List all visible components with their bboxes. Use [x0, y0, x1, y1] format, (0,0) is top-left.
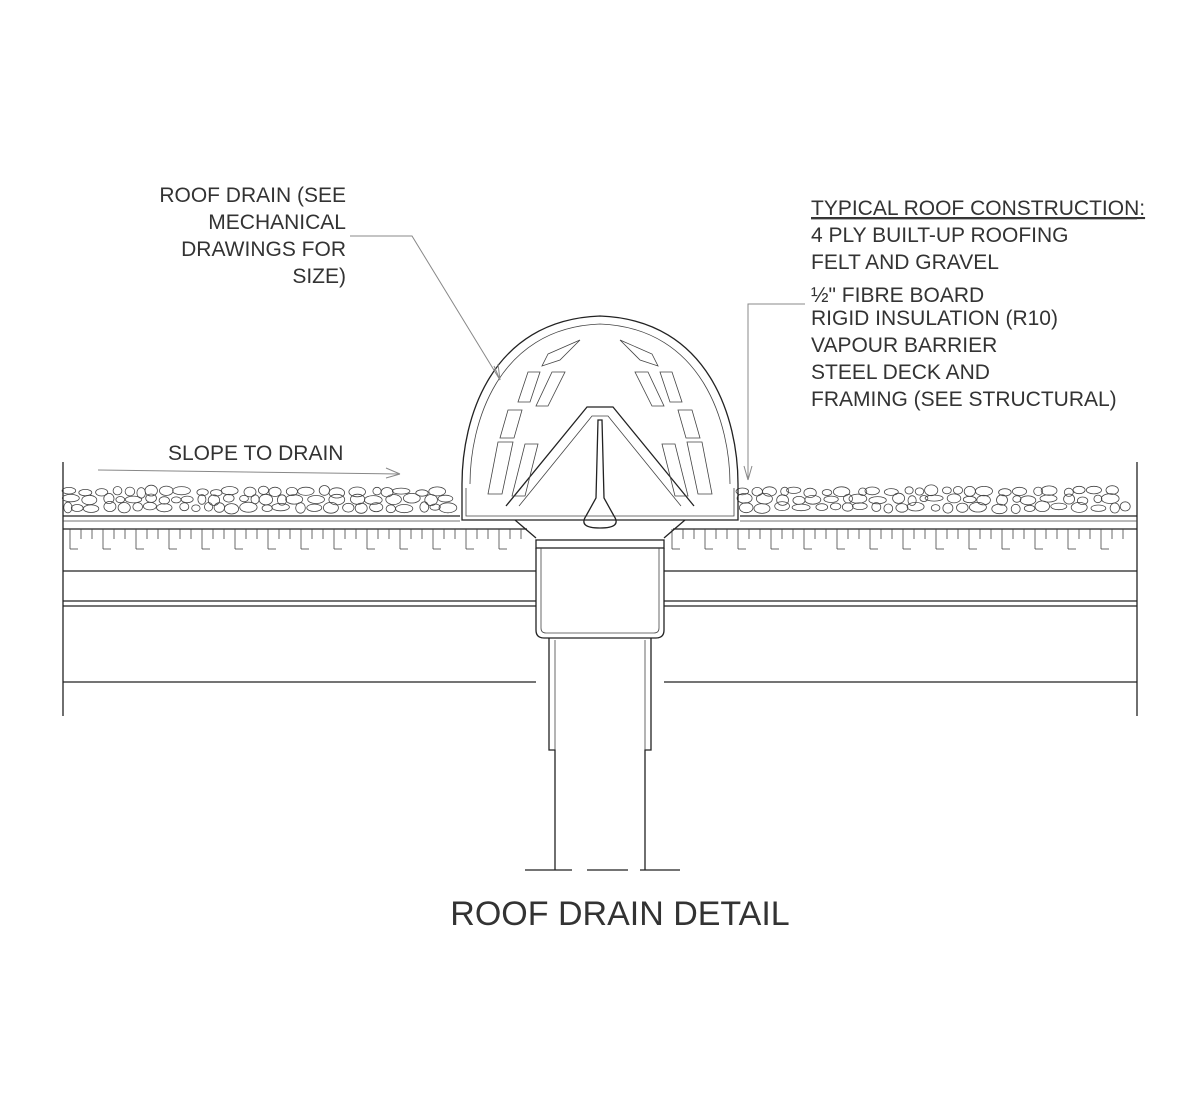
roof-drain-label: ROOF DRAIN (SEE MECHANICAL DRAWINGS FOR …: [159, 184, 346, 288]
roof-assembly: [61, 462, 1138, 716]
gravel-layer: [61, 484, 1131, 515]
construction-line: RIGID INSULATION (R10): [811, 307, 1058, 330]
built-up-roofing: [63, 515, 1137, 530]
roof-drain-label-line: DRAWINGS FOR: [181, 238, 346, 261]
roof-drain-label-line: SIZE): [292, 265, 346, 288]
strainer-slots: [487, 339, 713, 497]
slope-arrow: [97, 469, 401, 475]
construction-line: VAPOUR BARRIER: [811, 334, 997, 357]
roof-drain-label-line: ROOF DRAIN (SEE: [159, 184, 346, 207]
steel-deck-framing: [63, 600, 1137, 683]
detail-title: ROOF DRAIN DETAIL: [450, 895, 789, 933]
construction-line: 4 PLY BUILT-UP ROOFING: [811, 224, 1069, 247]
slope-to-drain-label: SLOPE TO DRAIN: [168, 442, 343, 465]
construction-header: TYPICAL ROOF CONSTRUCTION:: [811, 197, 1145, 220]
construction-leader: [747, 303, 805, 480]
roof-drain-label-line: MECHANICAL: [208, 211, 346, 234]
construction-line: STEEL DECK AND: [811, 361, 990, 384]
rigid-insulation-layer: [63, 529, 1137, 572]
construction-label: TYPICAL ROOF CONSTRUCTION: 4 PLY BUILT-U…: [811, 197, 1145, 411]
roof-drain: [461, 315, 739, 871]
construction-line: FRAMING (SEE STRUCTURAL): [811, 388, 1117, 411]
construction-line: ½" FIBRE BOARD: [811, 284, 984, 307]
leaders: [97, 235, 805, 481]
roof-drain-leader: [350, 235, 501, 381]
construction-line: FELT AND GRAVEL: [811, 251, 999, 274]
